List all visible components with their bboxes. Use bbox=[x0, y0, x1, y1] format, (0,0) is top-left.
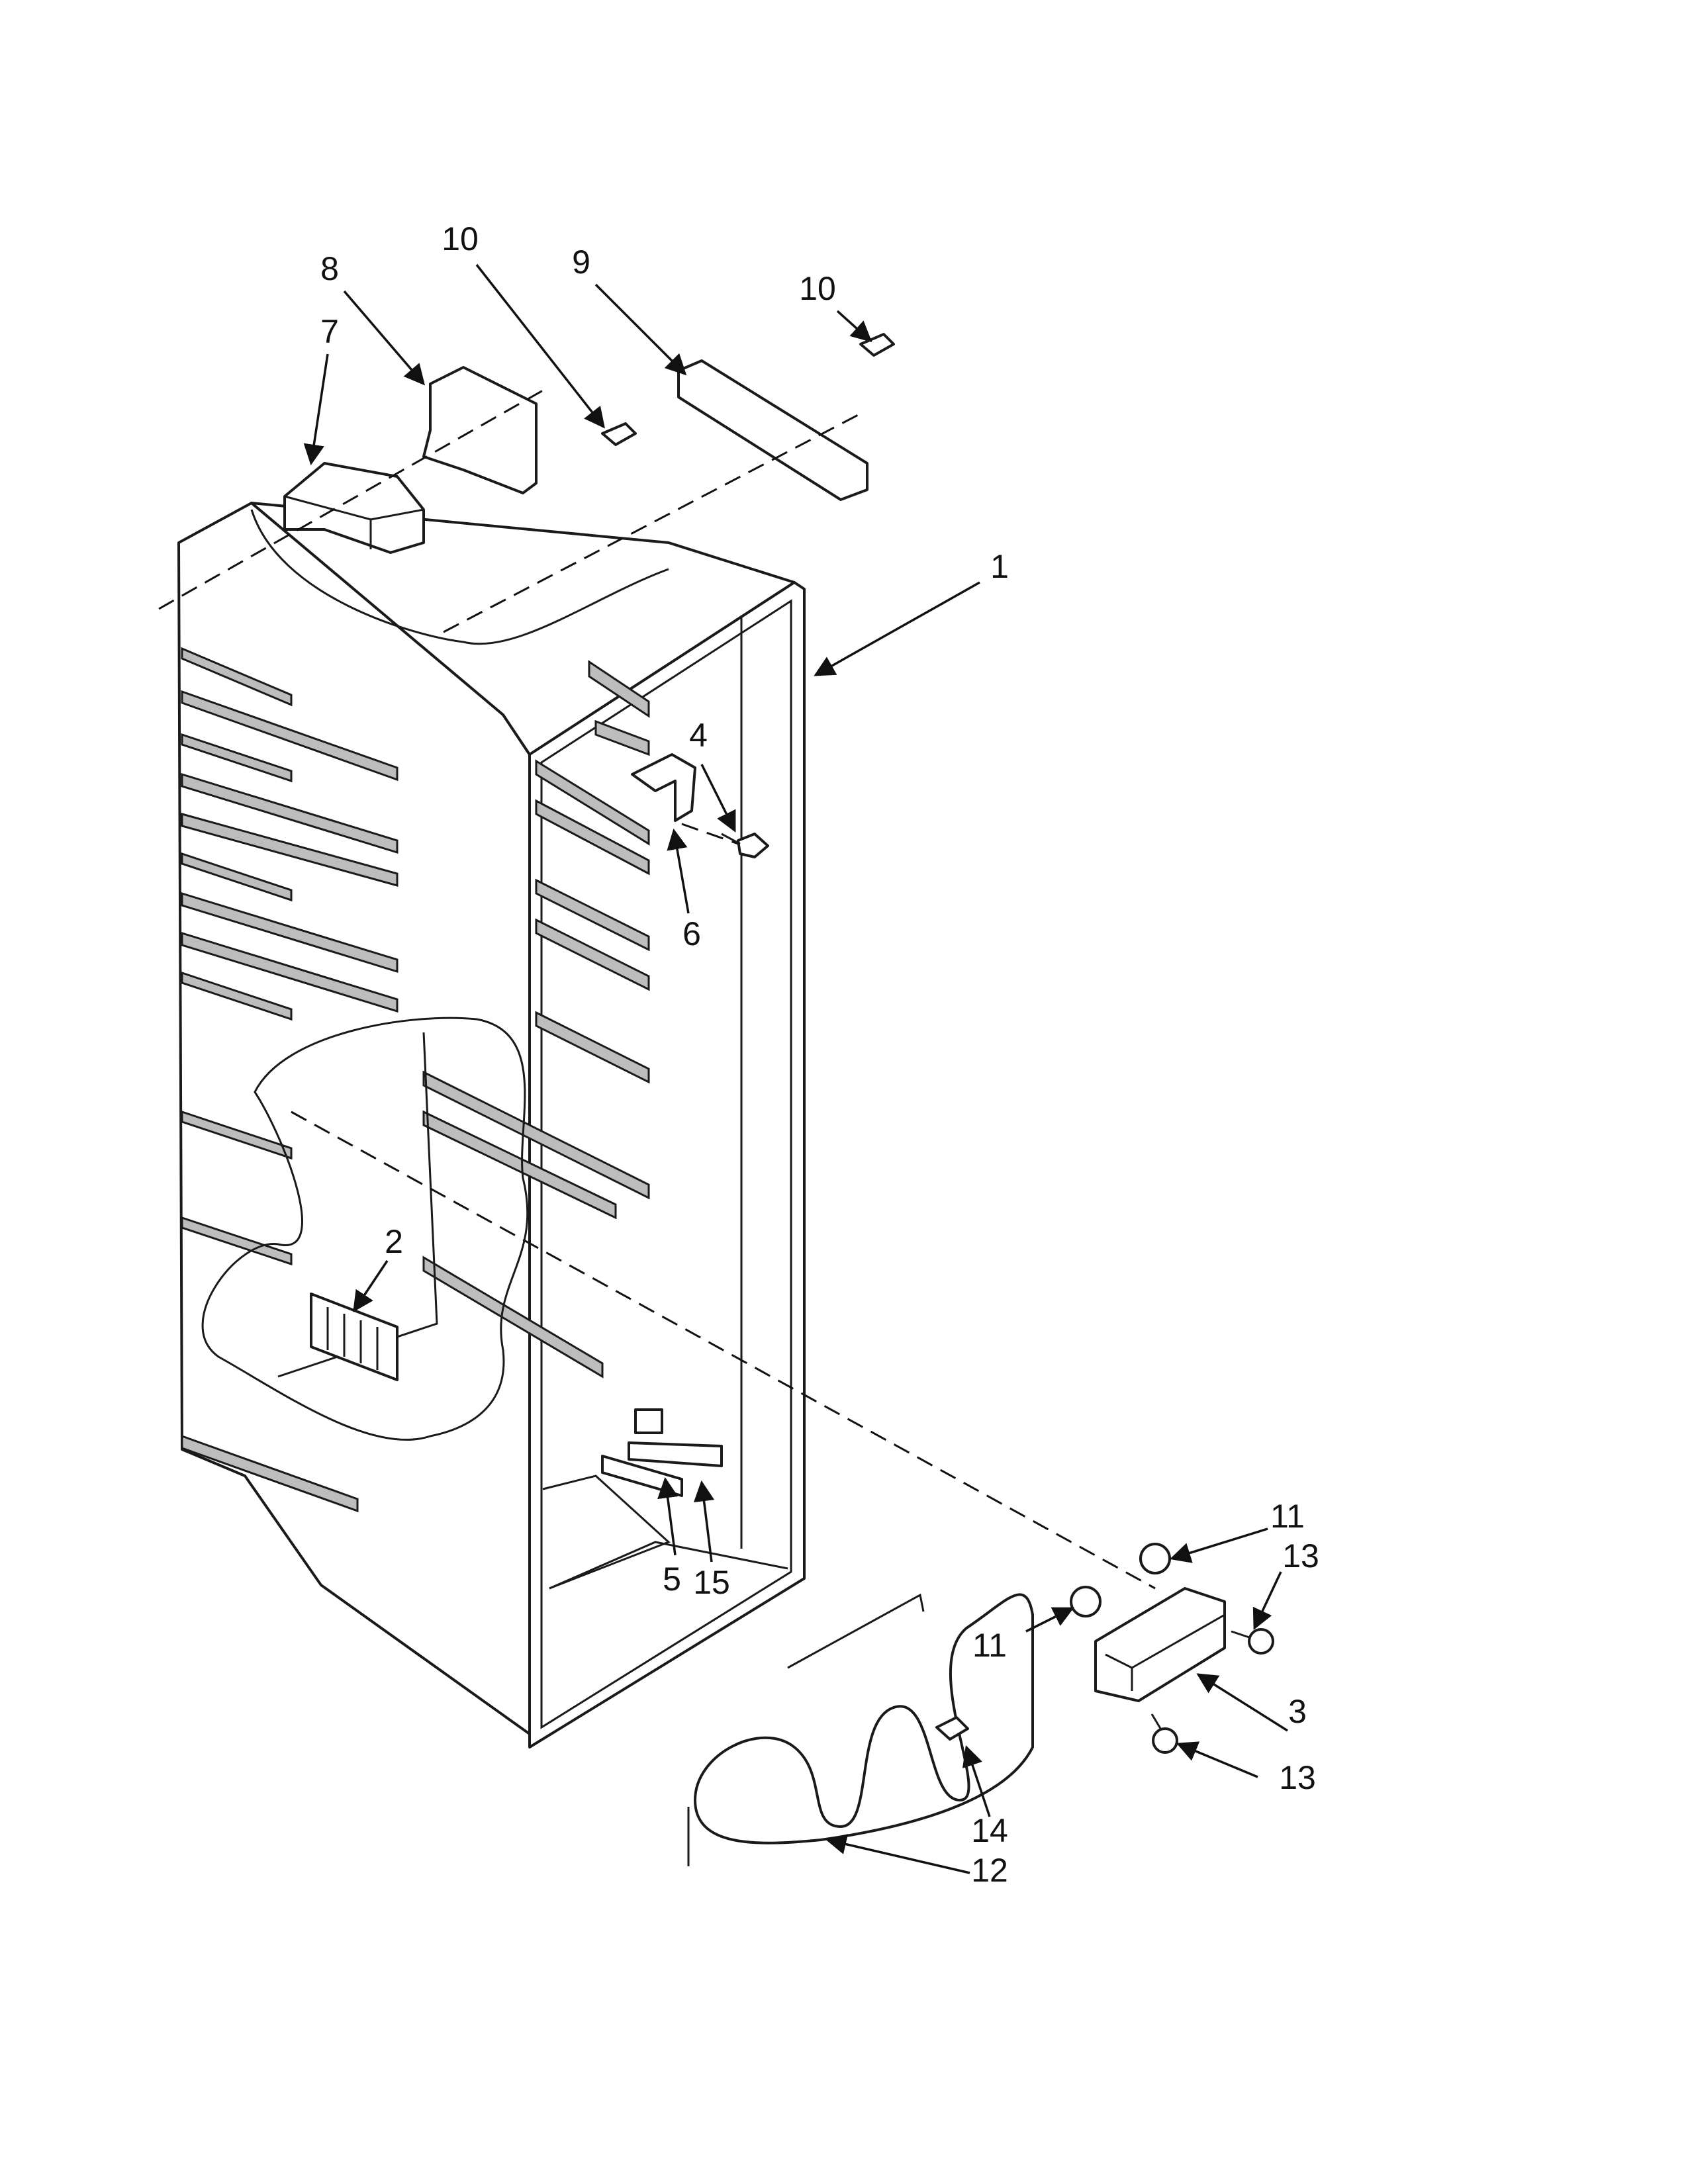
callout-10-left: 10 bbox=[442, 220, 479, 257]
ice-chute-housing bbox=[1094, 1587, 1226, 1702]
screw-4 bbox=[721, 833, 769, 858]
pin-13-top bbox=[1231, 1628, 1274, 1655]
evaporator-coil bbox=[687, 1593, 1034, 1866]
callout-7: 7 bbox=[320, 313, 339, 350]
refrigerator-liner bbox=[177, 502, 806, 1749]
callout-14: 14 bbox=[971, 1812, 1008, 1849]
callout-6: 6 bbox=[682, 915, 701, 952]
callout-4: 4 bbox=[689, 717, 708, 754]
callout-5: 5 bbox=[663, 1561, 681, 1598]
screw-10-right bbox=[859, 333, 895, 357]
alignment-line-control bbox=[158, 389, 543, 610]
side-wall-shelf-rails bbox=[181, 647, 399, 1513]
callout-10-right: 10 bbox=[799, 270, 836, 307]
callout-1: 1 bbox=[990, 548, 1009, 585]
grommet-11-bottom bbox=[1070, 1586, 1102, 1617]
alignment-line-chute bbox=[291, 1111, 1156, 1590]
alignment-line-bracket bbox=[681, 823, 739, 845]
shelf-bracket bbox=[631, 753, 696, 822]
pin-13-bottom bbox=[1150, 1713, 1178, 1754]
callout-13-bottom: 13 bbox=[1279, 1759, 1316, 1796]
callout-3: 3 bbox=[1288, 1693, 1307, 1730]
top-rail bbox=[677, 359, 868, 501]
screw-14 bbox=[935, 1716, 969, 1741]
callout-8: 8 bbox=[320, 250, 339, 287]
callout-11-bottom: 11 bbox=[972, 1627, 1007, 1664]
leader-lines bbox=[303, 263, 1288, 1874]
vent-grille bbox=[310, 1293, 399, 1381]
callout-12: 12 bbox=[971, 1852, 1008, 1889]
frame-shelf-tabs bbox=[422, 660, 650, 1379]
callout-15: 15 bbox=[693, 1564, 730, 1601]
control-bracket bbox=[422, 366, 538, 494]
grommet-11-top bbox=[1139, 1543, 1171, 1574]
callout-11-top: 11 bbox=[1270, 1498, 1305, 1535]
callout-13-top: 13 bbox=[1282, 1537, 1319, 1574]
callout-2: 2 bbox=[385, 1223, 403, 1260]
callout-9: 9 bbox=[572, 244, 590, 281]
screw-10-left bbox=[601, 422, 637, 446]
